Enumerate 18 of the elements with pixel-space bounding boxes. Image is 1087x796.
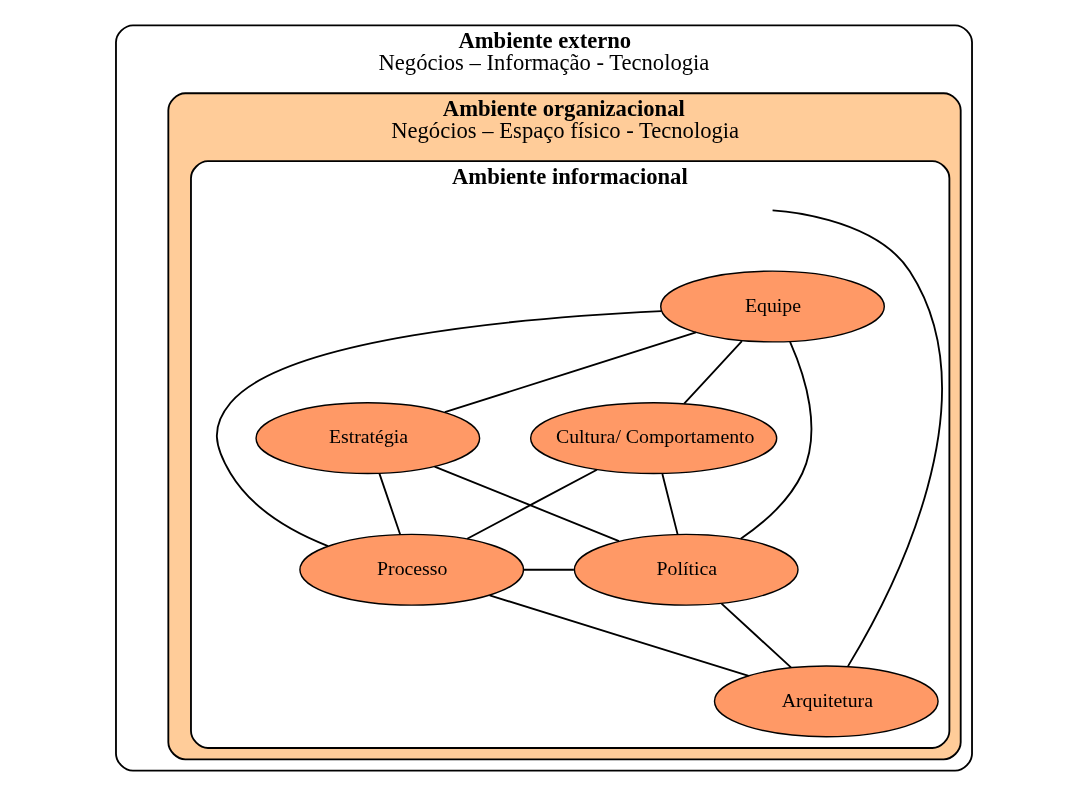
connector <box>433 465 620 543</box>
node-ellipse: Estratégia <box>254 402 480 475</box>
connector <box>465 468 598 540</box>
connector <box>215 310 662 547</box>
connector <box>739 340 812 540</box>
node-ellipse: Política <box>573 533 799 606</box>
connector <box>443 331 697 414</box>
connector <box>660 473 678 536</box>
node-ellipse: Arquitetura <box>713 665 939 738</box>
node-ellipse: Equipe <box>659 270 885 343</box>
connector <box>720 602 792 669</box>
node-ellipse: Cultura/ Comportamento <box>529 402 777 475</box>
connector <box>377 472 401 536</box>
connector <box>522 568 575 571</box>
connector <box>771 209 943 668</box>
connector <box>488 594 750 677</box>
node-ellipse: Processo <box>298 533 524 606</box>
connector <box>682 340 743 405</box>
